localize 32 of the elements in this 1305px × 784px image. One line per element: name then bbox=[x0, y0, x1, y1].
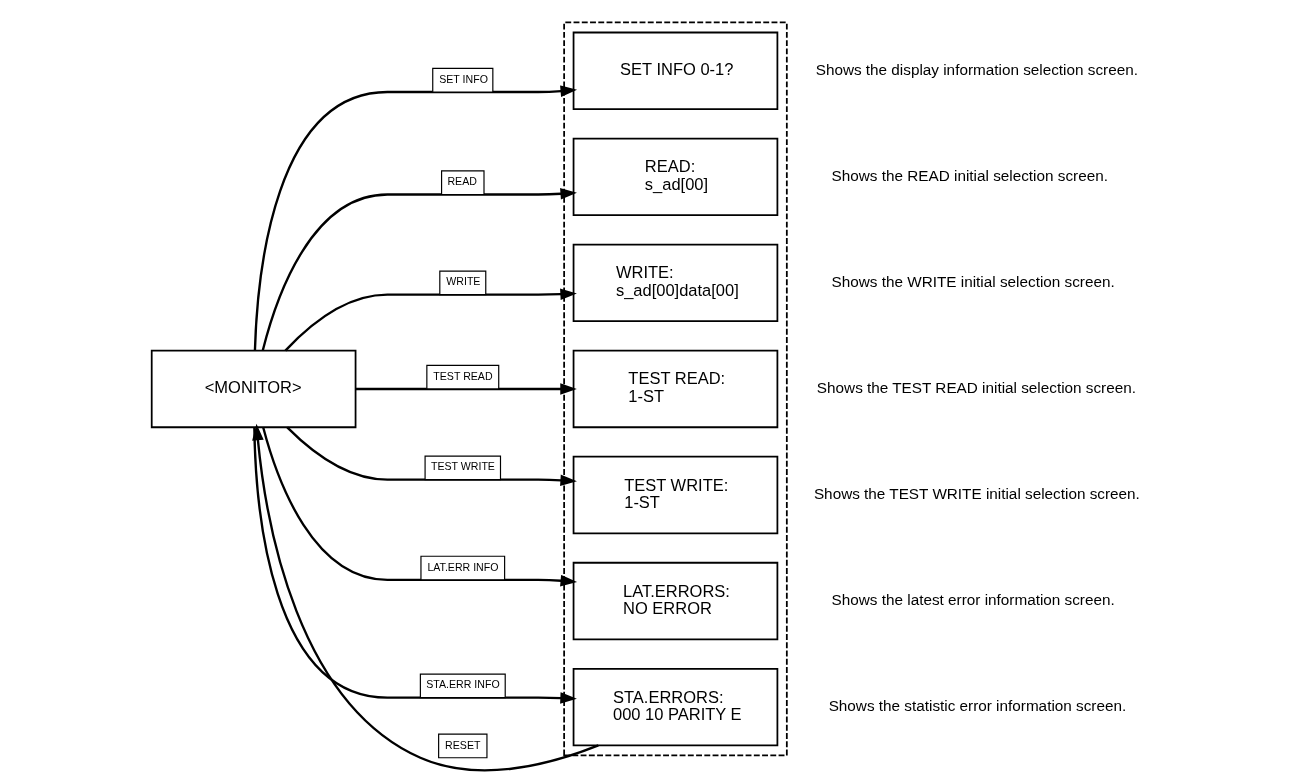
node-box: LAT.ERRORS: NO ERROR bbox=[572, 561, 779, 641]
edge-label: SET INFO bbox=[439, 72, 488, 85]
arrow bbox=[261, 188, 577, 351]
edge-label: WRITE bbox=[446, 275, 481, 288]
node-label: Shows the TEST WRITE initial selection screen. bbox=[813, 485, 1140, 502]
edge-label: TEST WRITE bbox=[430, 460, 495, 473]
node-label: Shows the READ initial selection screen. bbox=[831, 166, 1108, 184]
node-label: Shows the TEST READ initial selection screen. bbox=[816, 378, 1136, 396]
edge-label: LAT.ERR INFO bbox=[427, 560, 499, 573]
node-box: <MONITOR> bbox=[150, 349, 357, 429]
arrow bbox=[284, 288, 577, 352]
node-box: STA.ERRORS: 000 10 PARITY E bbox=[572, 667, 779, 747]
arrow bbox=[286, 426, 577, 487]
node-box: WRITE: s_ad[00]data[00] bbox=[572, 243, 779, 323]
edge-label: STA.ERR INFO bbox=[426, 678, 500, 691]
node-box: READ: s_ad[00] bbox=[572, 137, 779, 217]
edge-label: READ bbox=[447, 175, 477, 188]
edge-label: TEST READ bbox=[433, 369, 493, 382]
node-label: Shows the statistic error information screen. bbox=[828, 697, 1127, 715]
arrow bbox=[355, 383, 577, 395]
node-box: TEST READ: 1-ST bbox=[572, 349, 779, 429]
node-label: Shows the latest error information screen. bbox=[831, 591, 1115, 609]
cluster bbox=[563, 21, 788, 757]
arrow bbox=[262, 427, 578, 587]
arrow bbox=[253, 85, 578, 351]
node-label: Shows the display information selection screen. bbox=[815, 60, 1138, 78]
node-box: TEST WRITE: 1-ST bbox=[572, 455, 779, 535]
edge-label: RESET bbox=[445, 738, 481, 751]
node-box: SET INFO 0-1? bbox=[572, 31, 779, 110]
arrow bbox=[253, 427, 577, 704]
node-label: Shows the WRITE initial selection screen. bbox=[831, 272, 1115, 290]
arrow bbox=[252, 423, 599, 772]
